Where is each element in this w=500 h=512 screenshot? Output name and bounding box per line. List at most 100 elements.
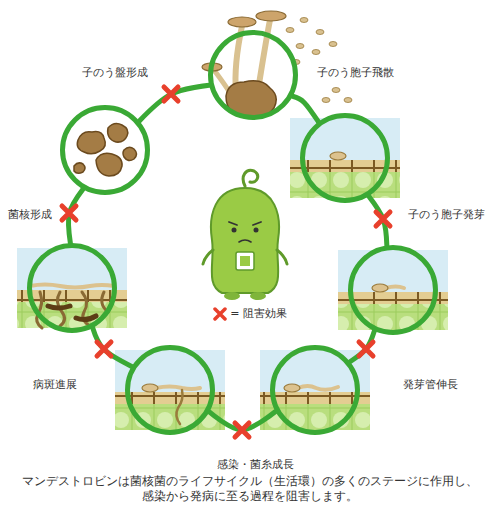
stage-circle: 子のう胞子発芽: [300, 113, 390, 203]
stage-label: 菌核形成: [6, 208, 54, 222]
mascot: [239, 240, 251, 242]
circle-outline: [63, 108, 148, 193]
ascospores: [296, 44, 304, 49]
circle-outline: [348, 245, 438, 335]
apothecia: [228, 17, 256, 27]
circle-outline: [27, 243, 117, 333]
stage-label: 発芽管伸長: [401, 378, 460, 392]
mascot: [203, 250, 213, 264]
mascot: [203, 170, 287, 300]
hyphae: [142, 384, 200, 424]
ring-connector: [93, 328, 132, 366]
circle-outline: [60, 105, 150, 195]
leaf-panel: [17, 118, 448, 430]
sclerotia: [74, 124, 137, 176]
ascospores: [312, 50, 320, 55]
germinating-spore: [372, 284, 404, 292]
inhibition-x: [164, 87, 178, 101]
leaf-panel: [338, 250, 448, 330]
circle-outline: [208, 30, 298, 120]
legend-text: = 阻害効果: [230, 306, 287, 321]
mascot: [277, 250, 287, 264]
apothecia: [202, 11, 286, 118]
hyphae: [176, 390, 182, 424]
spore: [330, 152, 346, 160]
mascot: [250, 292, 266, 300]
inhibition-x: [62, 87, 390, 437]
stage-circle: 菌核形成: [27, 243, 117, 333]
inhibition-x: [235, 423, 249, 437]
stage-label: 子のう胞子発芽: [406, 208, 487, 222]
mascot: [224, 292, 240, 300]
ascospores: [286, 28, 294, 33]
leaf-panel: [290, 118, 400, 198]
stage-circle: 発芽管伸長: [348, 245, 438, 335]
circle-outline: [300, 113, 390, 203]
mascot: [254, 228, 259, 233]
sclerotia: [74, 163, 85, 173]
sclerotia: [108, 124, 128, 143]
ascospores: [322, 98, 330, 103]
ascospores: [300, 18, 308, 23]
inhibition-x: [97, 342, 111, 356]
ring-connector: [139, 85, 209, 121]
stage-circle: 子のう胞子飛散: [208, 30, 298, 120]
legend-x: [213, 307, 227, 321]
sclerotia-formation: [76, 316, 96, 320]
sclerotia-formation: [48, 306, 70, 308]
circle-outline: [303, 116, 388, 201]
stage-circle: 子のう盤形成: [60, 105, 150, 195]
stage-label: 感染・菌糸成長: [215, 458, 296, 472]
inhibition-x: [62, 206, 76, 220]
ascospores: [316, 30, 324, 35]
ascospores: [286, 18, 352, 103]
mascot: [232, 228, 237, 233]
circle-ground: [60, 105, 150, 195]
mascot: [229, 222, 237, 225]
apothecia: [256, 11, 286, 21]
mascot: [253, 222, 261, 225]
circle-outline: [273, 348, 358, 433]
germ-tube: [284, 384, 338, 392]
caption: マンデストロビンは菌核菌のライフサイクル（生活環）の多くのステージに作用し、 感…: [15, 474, 485, 504]
mascot: [240, 256, 250, 266]
circle-outline: [125, 345, 215, 435]
hyphae: [142, 384, 158, 392]
stage-circle: 病斑進展: [125, 345, 215, 435]
circle-outline: [30, 246, 115, 331]
ascospores: [329, 42, 337, 47]
circle-ground: [208, 30, 298, 120]
germ-tube: [298, 386, 338, 390]
leaf-panel: [115, 350, 225, 430]
ring-connector: [293, 96, 319, 121]
legend: = 阻害効果: [0, 306, 500, 321]
sclerotia-formation: [30, 285, 114, 288]
apothecia: [258, 20, 270, 90]
circle-outline: [128, 348, 213, 433]
mascot: [211, 188, 279, 293]
sclerotia: [77, 132, 105, 154]
stage-label: 病斑進展: [31, 378, 79, 392]
sclerotia: [96, 153, 122, 176]
germinating-spore: [386, 287, 404, 289]
inhibition-x: [359, 342, 373, 356]
circle-outline: [351, 248, 436, 333]
stage-circle: 感染・菌糸成長: [270, 345, 360, 435]
circle-outline: [270, 345, 360, 435]
legend-x: [215, 309, 225, 319]
spore: [330, 152, 346, 160]
ascospores: [344, 98, 352, 103]
ring-connector: [350, 331, 374, 362]
caption-text: マンデストロビンは菌核菌のライフサイクル（生活環）の多くのステージに作用し、 感…: [22, 474, 478, 503]
sclerotia: [123, 147, 137, 160]
ascospores: [332, 88, 340, 93]
circle-outline: [211, 33, 296, 118]
inhibition-x: [376, 212, 390, 226]
mascot: [243, 170, 257, 186]
stage-label: 子のう胞子飛散: [315, 66, 396, 80]
mascot: [236, 252, 254, 270]
stage-label: 子のう盤形成: [80, 66, 150, 80]
germinating-spore: [372, 284, 388, 292]
hyphae: [156, 387, 200, 390]
